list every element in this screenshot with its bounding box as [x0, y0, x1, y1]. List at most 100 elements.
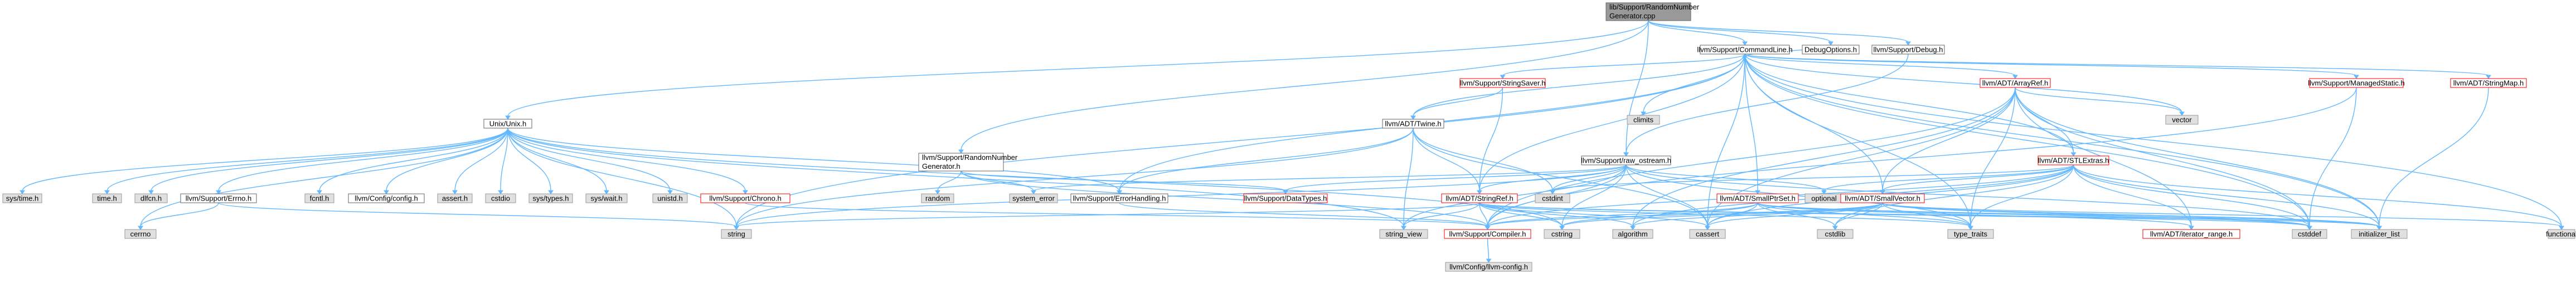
- node-stringmap[interactable]: llvm/ADT/StringMap.h: [2450, 78, 2527, 88]
- node-climits: climits: [1627, 115, 1660, 125]
- edge-stringref-to-cassert: [1479, 202, 1708, 227]
- node-label-stringref: llvm/ADT/StringRef.h: [1445, 194, 1513, 202]
- node-box-initlist: [2351, 229, 2408, 239]
- edge-unixh-to-cerrno: [140, 128, 508, 227]
- arrowhead-smallptrset-to-iteratorrange: [2189, 226, 2194, 230]
- node-label-errno: llvm/Support/Errno.h: [186, 194, 252, 202]
- node-debug[interactable]: llvm/Support/Debug.h: [1871, 45, 1945, 55]
- node-config[interactable]: llvm/Config/config.h: [348, 193, 425, 203]
- node-iteratorrange[interactable]: llvm/ADT/iterator_range.h: [2142, 229, 2240, 239]
- node-cstdint: cstdint: [1535, 193, 1570, 203]
- edge-unixh-to-cstdio: [500, 128, 508, 192]
- arrowhead-rawostream-to-stringref: [1477, 190, 1482, 194]
- edge-unixh-to-string: [507, 128, 737, 227]
- edge-unixh-to-errorhandling: [507, 128, 1120, 192]
- arrowhead-unixh-to-timeh: [104, 190, 110, 194]
- node-box-iteratorrange: [2142, 229, 2240, 239]
- edge-errno-to-string: [218, 202, 737, 227]
- node-box-dlfcn: [134, 193, 168, 203]
- node-stringsaver[interactable]: llvm/Support/StringSaver.h: [1459, 78, 1546, 88]
- node-label-stlextras: llvm/ADT/STLExtras.h: [2038, 156, 2109, 164]
- arrowhead-root-to-cmdline: [1742, 41, 1748, 46]
- node-box-arrayref: [1980, 78, 2051, 88]
- node-arrayref[interactable]: llvm/ADT/ArrayRef.h: [1980, 78, 2051, 88]
- node-chrono[interactable]: llvm/Support/Chrono.h: [700, 193, 790, 203]
- edge-stringmap-to-initlist: [2379, 87, 2489, 227]
- edge-cmdline-to-twine: [1413, 53, 1745, 117]
- node-box-fcntl: [304, 193, 334, 203]
- edge-stlextras-to-cstddef: [2073, 164, 2310, 227]
- node-stringview: string_view: [1379, 229, 1428, 239]
- node-box-datatypes: [1243, 193, 1328, 203]
- node-box-cassert: [1689, 229, 1726, 239]
- node-cmdline[interactable]: llvm/Support/CommandLine.h: [1697, 45, 1793, 55]
- node-managedstatic[interactable]: llvm/Support/ManagedStatic.h: [2308, 78, 2405, 88]
- node-debugoptions[interactable]: DebugOptions.h: [1802, 45, 1860, 55]
- edge-smallvector-to-typetraits: [1882, 202, 1971, 227]
- edge-unixh-to-timeh: [106, 128, 508, 192]
- node-systypes: sys/types.h: [528, 193, 573, 203]
- node-label-cerrno: cerrno: [130, 230, 151, 238]
- node-label-managedstatic: llvm/Support/ManagedStatic.h: [2308, 79, 2404, 87]
- node-label-smallvector: llvm/ADT/SmallVector.h: [1845, 194, 1920, 202]
- node-box-syswait: [585, 193, 628, 203]
- node-datatypes[interactable]: llvm/Support/DataTypes.h: [1243, 193, 1328, 203]
- edge-root-to-debugoptions: [1648, 20, 1831, 43]
- node-label-initlist: initializer_list: [2359, 230, 2400, 238]
- node-stlextras[interactable]: llvm/ADT/STLExtras.h: [2037, 155, 2109, 165]
- node-label-cstdlib: cstdlib: [1825, 230, 1846, 238]
- node-box-debug: [1871, 45, 1945, 55]
- arrowhead-root-to-debug: [1905, 41, 1911, 46]
- edge-arrayref-to-typetraits: [1970, 87, 2016, 227]
- node-smallvector[interactable]: llvm/ADT/SmallVector.h: [1840, 193, 1925, 203]
- edge-cmdline-to-functional: [1744, 53, 2562, 227]
- edge-smallvector-to-compiler: [1487, 202, 1883, 227]
- node-box-vector: [2165, 115, 2199, 125]
- edge-rng-to-compiler: [960, 170, 1488, 227]
- edge-smallptrset-to-cstring: [1561, 202, 1758, 227]
- edge-cmdline-to-typetraits: [1744, 53, 1971, 227]
- node-box-stlextras: [2037, 155, 2109, 165]
- node-twine[interactable]: llvm/ADT/Twine.h: [1382, 119, 1444, 129]
- node-label-compiler: llvm/Support/Compiler.h: [1449, 230, 1526, 238]
- edge-unixh-to-stringview: [507, 128, 1404, 227]
- node-unixh[interactable]: Unix/Unix.h: [483, 119, 532, 129]
- node-stringref[interactable]: llvm/ADT/StringRef.h: [1441, 193, 1518, 203]
- node-cstring: cstring: [1544, 229, 1580, 239]
- arrowhead-unixh-to-chrono: [743, 190, 748, 194]
- edge-root-to-debug: [1648, 20, 1909, 43]
- edge-managedstatic-to-cstddef: [2309, 87, 2357, 227]
- edge-rawostream-to-cstddef: [1626, 164, 2310, 227]
- node-timeh: time.h: [92, 193, 122, 203]
- node-label-debug: llvm/Support/Debug.h: [1873, 45, 1943, 53]
- arrowhead-compiler-to-llvmconfig: [1486, 258, 1492, 263]
- edge-arrayref-to-compiler: [1487, 87, 2016, 227]
- edge-unixh-to-errno: [218, 128, 508, 192]
- node-smallptrset[interactable]: llvm/ADT/SmallPtrSet.h: [1716, 193, 1799, 203]
- edge-twine-to-stringview: [1403, 128, 1414, 227]
- edge-stringref-to-stringview: [1403, 202, 1480, 227]
- edge-cmdline-to-stringmap: [1744, 53, 2489, 76]
- edge-errno-to-cerrno: [140, 202, 219, 227]
- arrowhead-rng-to-random: [935, 190, 940, 194]
- edge-rng-to-random: [937, 170, 962, 192]
- arrowhead-arrayref-to-stlextras: [2070, 152, 2077, 157]
- node-label-optional: optional: [1811, 194, 1837, 202]
- node-compiler[interactable]: llvm/Support/Compiler.h: [1444, 229, 1531, 239]
- node-label-chrono: llvm/Support/Chrono.h: [709, 194, 781, 202]
- node-label-cstdint: cstdint: [1542, 194, 1563, 202]
- edge-rawostream-to-cassert: [1626, 164, 1708, 227]
- node-errno[interactable]: llvm/Support/Errno.h: [180, 193, 257, 203]
- node-rawostream[interactable]: llvm/Support/raw_ostream.h: [1581, 155, 1671, 165]
- node-errorhandling[interactable]: llvm/Support/ErrorHandling.h: [1070, 193, 1168, 203]
- arrowhead-unixh-to-unistd: [667, 190, 673, 194]
- node-label-cassert: cassert: [1696, 230, 1719, 238]
- edge-unixh-to-unistd: [507, 128, 671, 192]
- arrowhead-stringref-to-string: [734, 226, 739, 230]
- node-label-errorhandling: llvm/Support/ErrorHandling.h: [1073, 194, 1166, 202]
- arrowhead-smallvector-to-cstddef: [2307, 226, 2312, 230]
- arrowhead-stlextras-to-optional: [1821, 190, 1827, 194]
- edge-unixh-to-systime: [22, 128, 508, 192]
